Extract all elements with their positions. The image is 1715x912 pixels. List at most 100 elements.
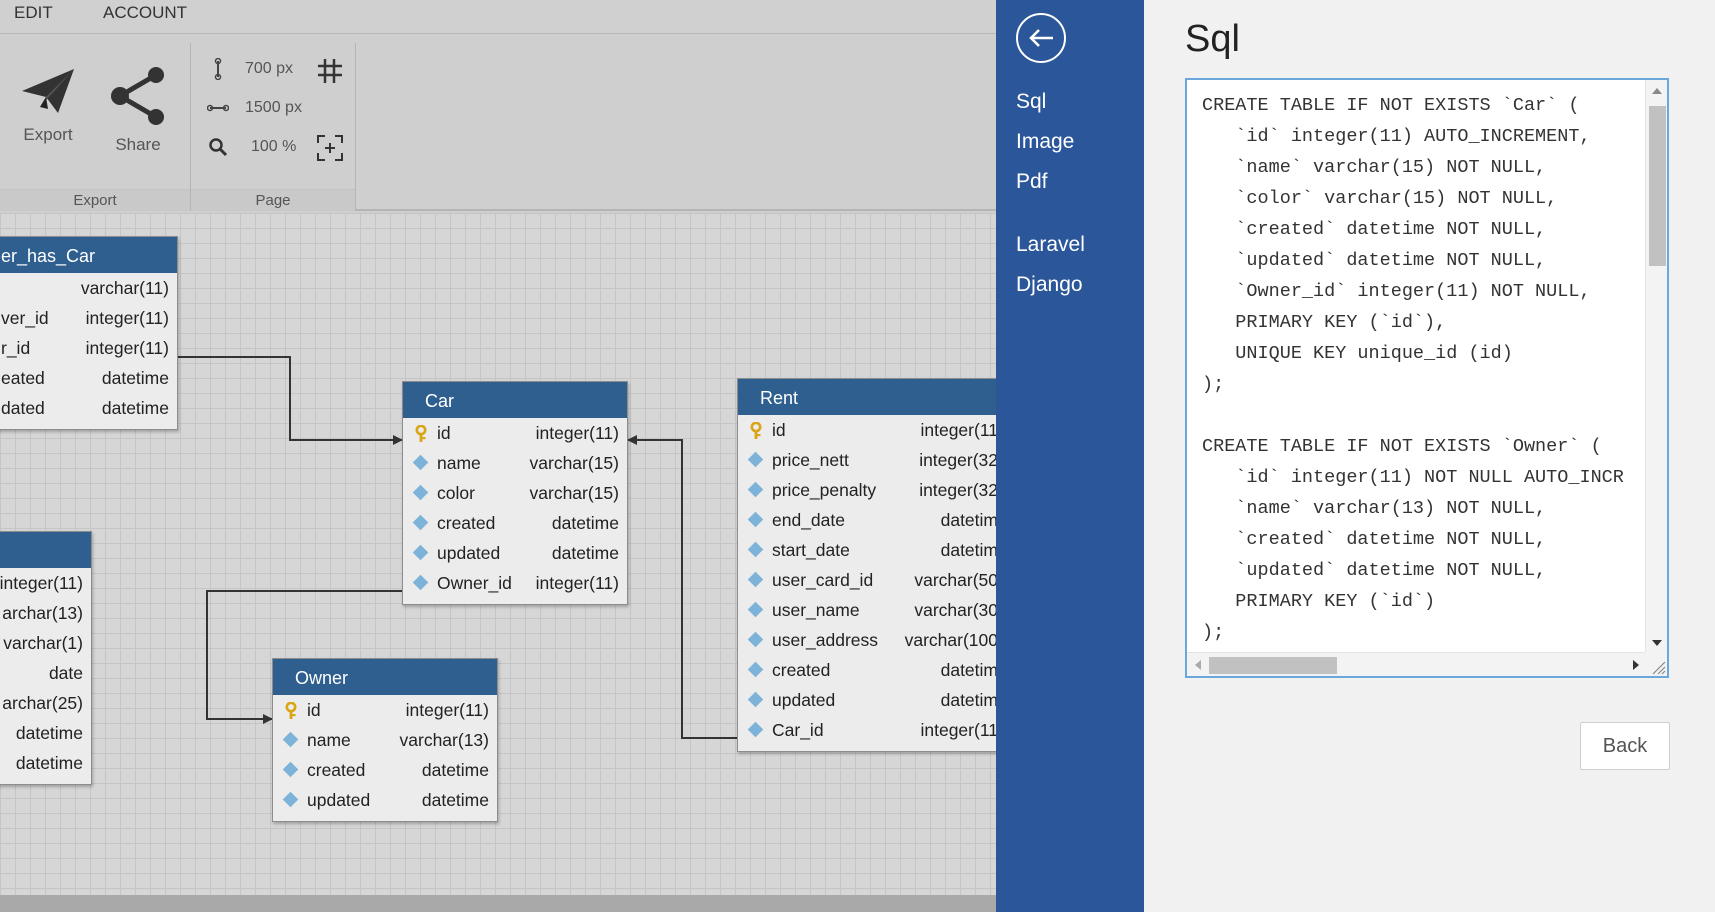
page-group: 700 px 1500 px 100 % Page xyxy=(191,43,356,211)
column-name: color xyxy=(437,482,475,503)
resize-grip-icon[interactable] xyxy=(1645,652,1667,676)
horizontal-scrollbar[interactable] xyxy=(1187,652,1647,676)
horizontal-scrollbar[interactable] xyxy=(0,895,996,912)
export-label: Export xyxy=(23,125,73,144)
nav-django[interactable]: Django xyxy=(1016,273,1083,296)
column-diamond-icon xyxy=(747,601,764,618)
zoom-value: 100 % xyxy=(251,138,297,155)
menu-account[interactable]: ACCOUNT xyxy=(103,3,188,22)
height-value: 700 px xyxy=(245,60,294,77)
table-column-row[interactable]: archar(25) xyxy=(0,688,91,718)
table-column-row[interactable]: varchar(1) xyxy=(0,628,91,658)
column-name: id xyxy=(437,422,451,443)
primary-key-icon xyxy=(283,702,299,719)
height-setting[interactable]: 700 px xyxy=(205,55,293,83)
table-column-row[interactable]: color varchar(15) xyxy=(403,478,627,508)
column-type: datetim xyxy=(940,659,996,680)
zoom-setting[interactable]: 100 % xyxy=(205,133,296,161)
column-diamond-icon xyxy=(412,484,429,501)
export-button[interactable]: Export xyxy=(8,65,88,145)
back-button[interactable]: Back xyxy=(1580,722,1670,770)
table-column-row[interactable]: varchar(11) xyxy=(0,273,177,303)
column-type: varchar(15) xyxy=(529,482,619,503)
page-title: Sql xyxy=(1185,18,1240,60)
scroll-left-icon[interactable] xyxy=(1195,660,1201,670)
table-column-row[interactable]: date xyxy=(0,658,91,688)
scroll-up-icon[interactable] xyxy=(1652,88,1662,94)
width-setting[interactable]: 1500 px xyxy=(205,94,302,122)
scroll-right-icon[interactable] xyxy=(1633,660,1639,670)
table-user[interactable]: integer(11)archar(13)varchar(1)date archa… xyxy=(0,531,92,785)
column-diamond-icon xyxy=(747,511,764,528)
column-diamond-icon xyxy=(747,631,764,648)
column-type: datetim xyxy=(940,539,996,560)
sql-code[interactable]: CREATE TABLE IF NOT EXISTS `Car` ( `id` … xyxy=(1202,95,1624,643)
column-type: archar(25) xyxy=(2,692,83,713)
column-diamond-icon xyxy=(747,541,764,558)
share-button[interactable]: Share xyxy=(98,65,178,155)
column-diamond-icon xyxy=(747,481,764,498)
back-arrow-icon[interactable] xyxy=(1016,13,1066,63)
column-name: eated xyxy=(1,367,45,388)
table-column-row[interactable]: datetime xyxy=(0,718,91,748)
width-icon xyxy=(205,102,231,114)
menu-edit[interactable]: EDIT xyxy=(14,3,53,22)
column-type: varchar(11) xyxy=(80,277,169,298)
table-column-row[interactable]: datetime xyxy=(0,748,91,778)
nav-pdf[interactable]: Pdf xyxy=(1016,170,1048,193)
nav-laravel[interactable]: Laravel xyxy=(1016,233,1085,256)
column-type: integer(11 xyxy=(920,719,996,740)
column-type: integer(11) xyxy=(535,572,619,593)
nav-image[interactable]: Image xyxy=(1016,130,1075,153)
vertical-scrollbar[interactable] xyxy=(1645,80,1667,652)
column-name: id xyxy=(772,419,786,440)
table-column-row[interactable]: archar(13) xyxy=(0,598,91,628)
scroll-thumb[interactable] xyxy=(1209,657,1337,674)
column-name: Owner_id xyxy=(437,572,512,593)
height-icon xyxy=(205,58,231,80)
table-title: Car xyxy=(403,382,627,418)
table-column-row[interactable]: eated datetime xyxy=(0,363,177,393)
grid-icon[interactable] xyxy=(317,58,343,89)
fit-screen-icon[interactable] xyxy=(317,135,343,166)
column-diamond-icon xyxy=(747,691,764,708)
scroll-thumb[interactable] xyxy=(1649,106,1666,266)
column-name: updated xyxy=(772,689,836,710)
nav-sql[interactable]: Sql xyxy=(1016,90,1047,113)
table-column-row[interactable]: Owner_id integer(11) xyxy=(403,568,627,598)
share-label: Share xyxy=(115,135,161,154)
column-type: integer(32 xyxy=(919,479,996,500)
sql-textarea[interactable]: CREATE TABLE IF NOT EXISTS `Car` ( `id` … xyxy=(1185,78,1669,678)
column-type: datetime xyxy=(101,367,169,388)
table-column-row[interactable]: integer(11) xyxy=(0,568,91,598)
scroll-down-icon[interactable] xyxy=(1652,640,1662,646)
column-type: varchar(100 xyxy=(904,629,996,650)
